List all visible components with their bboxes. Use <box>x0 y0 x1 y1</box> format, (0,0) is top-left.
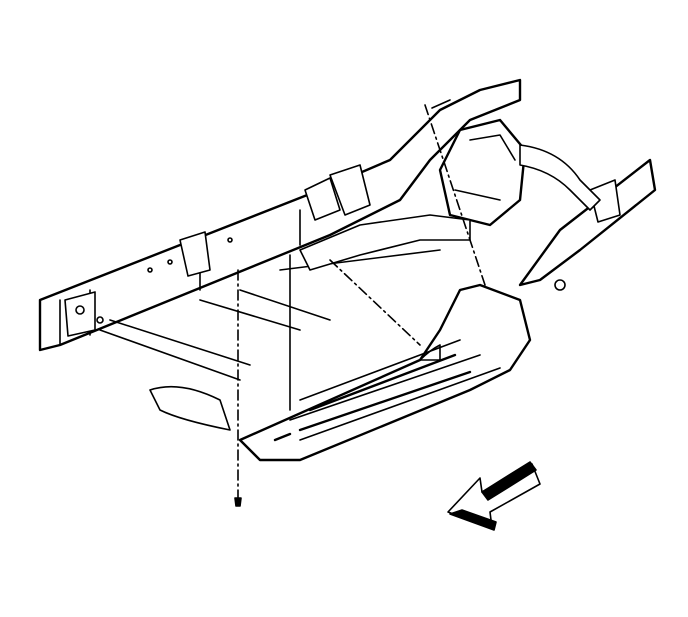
front-direction-arrow <box>447 461 541 531</box>
fuel-tank <box>438 118 527 227</box>
crossmembers <box>99 249 441 431</box>
bolt-icon <box>234 497 242 507</box>
right-frame-rail <box>518 158 657 291</box>
running-board <box>238 283 532 462</box>
left-frame-rail <box>38 78 522 352</box>
fastener-callouts <box>234 99 486 507</box>
